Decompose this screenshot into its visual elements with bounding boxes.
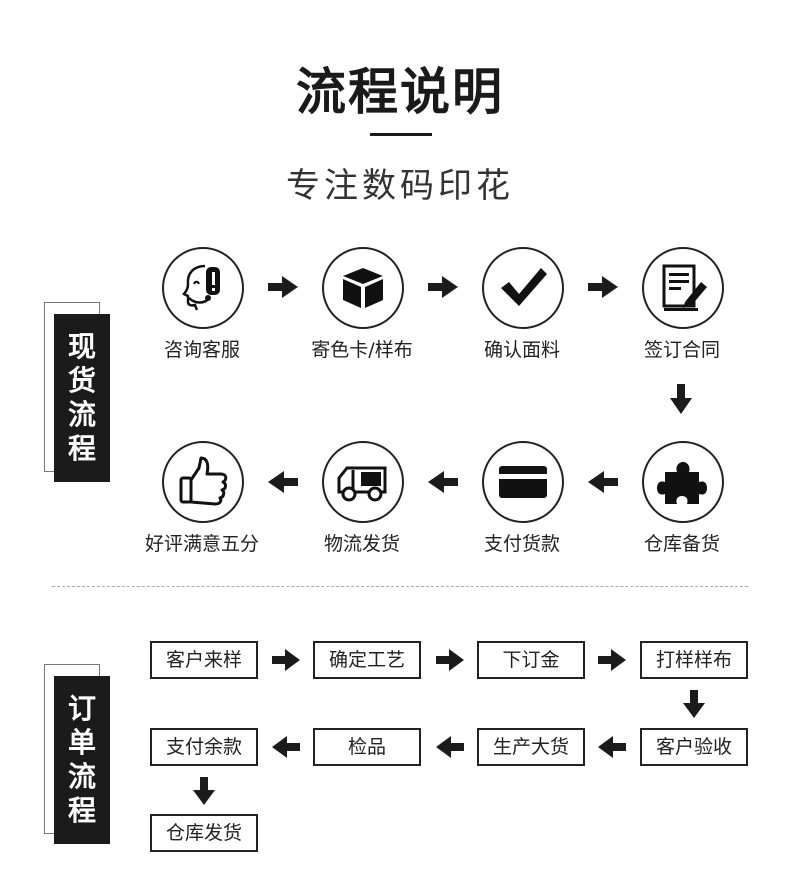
arrow-right-icon [272,649,300,671]
step-label: 仓库备货 [643,533,720,555]
arrow-left-icon [436,736,464,758]
order-step-box: 支付余款 [150,728,258,766]
arrow-left-icon [272,736,300,758]
arrow-right-icon [436,649,464,671]
arrow-left-icon [428,471,458,493]
arrow-right-icon [598,649,626,671]
page-subtitle: 专注数码印花 [286,166,514,206]
order-step-box: 下订金 [477,641,585,679]
section-divider [52,586,748,587]
arrow-right-icon [588,276,618,298]
arrow-right-icon [428,276,458,298]
arrow-left-icon [598,736,626,758]
step-label: 寄色卡/样布 [311,339,413,361]
order-step-box: 打样样布 [640,641,748,679]
spot-label-char: 流 [67,398,96,431]
step-label: 支付货款 [483,533,560,555]
order-step-box: 客户验收 [640,728,748,766]
title-underline [370,133,432,136]
order-step-box: 检品 [313,728,421,766]
order-step-box: 客户来样 [150,641,258,679]
order-label-char: 单 [67,726,96,759]
arrow-left-icon [588,471,618,493]
step-label: 签订合同 [643,339,720,361]
arrow-down-icon [683,690,705,718]
step-label: 物流发货 [323,533,400,555]
spot-label-char: 程 [67,432,96,465]
arrow-left-icon [268,471,298,493]
arrow-down-icon [193,777,215,805]
step-label: 咨询客服 [163,339,240,361]
order-step-box: 仓库发货 [150,814,258,852]
spot-label-char: 货 [67,364,96,397]
step-label: 确认面料 [483,339,560,361]
step-label: 好评满意五分 [144,533,259,555]
order-label-char: 流 [67,760,96,793]
order-step-box: 生产大货 [477,728,585,766]
page-title: 流程说明 [296,63,504,121]
spot-label-char: 现 [67,330,96,363]
order-label-char: 订 [67,692,96,725]
order-step-box: 确定工艺 [313,641,421,679]
order-label-char: 程 [67,794,96,827]
arrow-right-icon [268,276,298,298]
arrow-down-icon [670,384,692,414]
